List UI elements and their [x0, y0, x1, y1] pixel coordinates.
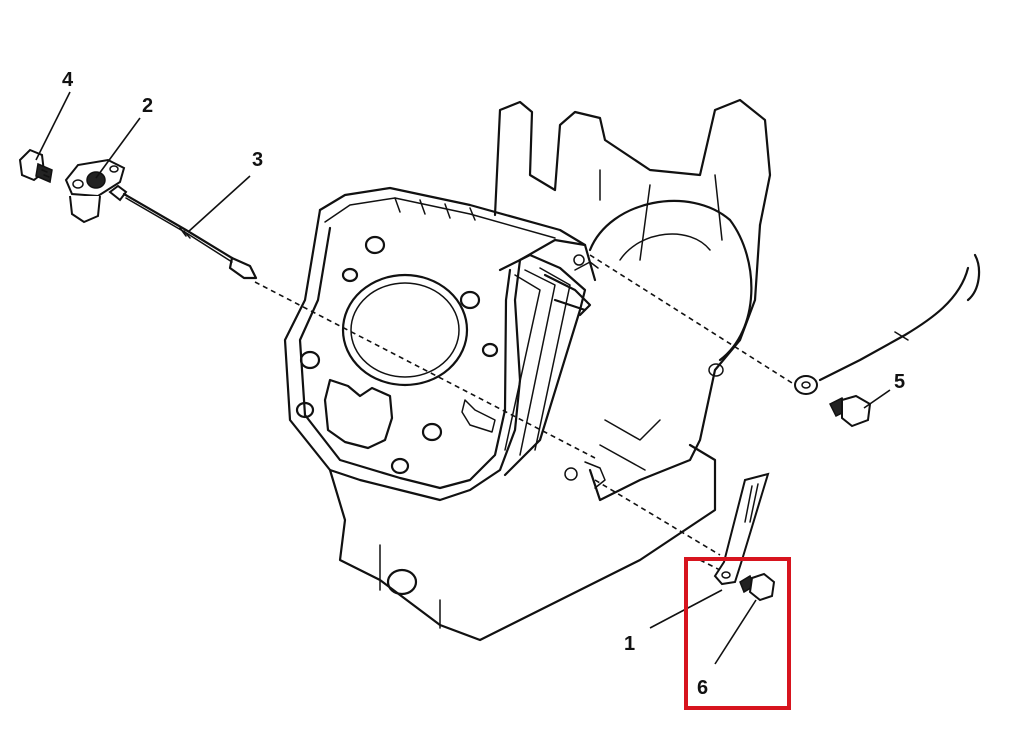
callout-4: 4 — [62, 69, 74, 91]
part-2-flange — [64, 158, 126, 224]
part-3-cable — [108, 184, 258, 280]
assembly-axes — [254, 254, 801, 575]
leader-lines — [35, 91, 891, 665]
part-1-bracket — [713, 472, 770, 586]
part-6-bolt — [739, 572, 776, 602]
highlight-box — [684, 557, 791, 710]
callout-2: 2 — [142, 95, 153, 117]
part-4-bolt — [18, 148, 53, 184]
callout-6: 6 — [697, 677, 708, 699]
callout-5: 5 — [894, 371, 905, 393]
part-5-ground-wire — [794, 253, 981, 428]
cylinder-head — [283, 186, 606, 502]
callout-1: 1 — [624, 633, 635, 655]
callout-3: 3 — [252, 149, 263, 171]
engine-block — [328, 98, 772, 642]
